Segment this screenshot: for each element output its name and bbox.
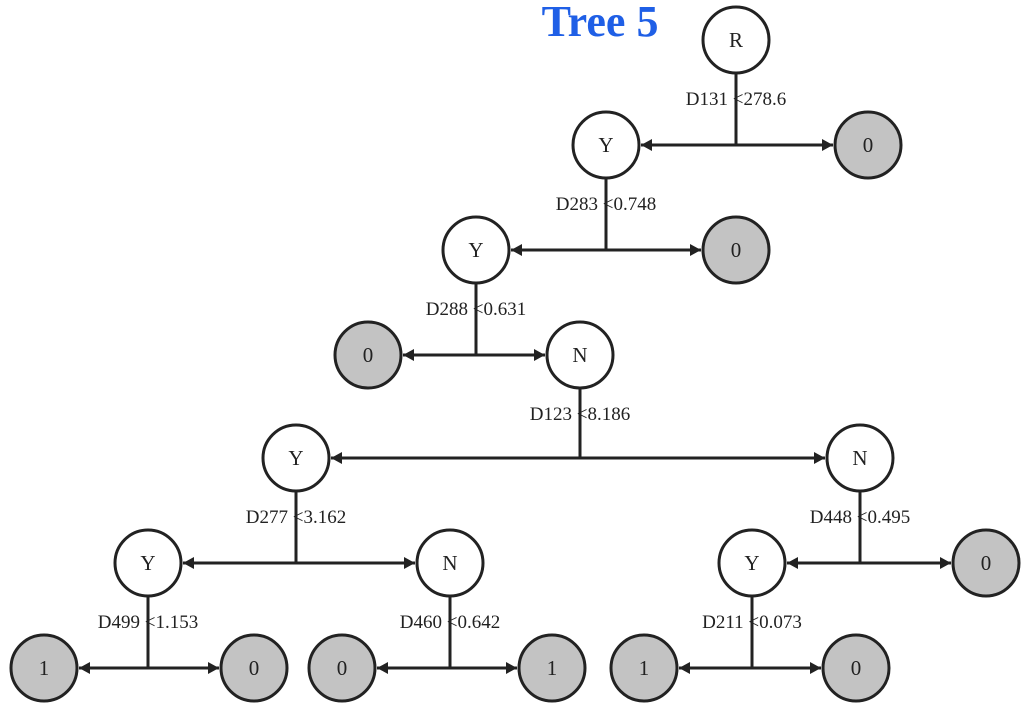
edge-right-branch-arrowhead [940,557,951,569]
internal-node: N [825,423,895,493]
internal-node: N [415,528,485,598]
node-circle [833,110,903,180]
internal-node: Y [717,528,787,598]
edge-right-branch-arrowhead [506,662,517,674]
node-label: 1 [39,656,50,680]
edge-left-branch-arrowhead [331,452,342,464]
node-label: 0 [249,656,260,680]
leaf-node: 0 [701,215,771,285]
leaf-node: 0 [307,633,377,703]
node-label: Y [288,446,303,470]
edge-right-branch-arrowhead [814,452,825,464]
edge-right-branch-arrowhead [404,557,415,569]
leaf-node: 0 [333,320,403,390]
node-circle [441,215,511,285]
node-label: N [572,343,587,367]
node-label: R [729,28,743,52]
node-circle [609,633,679,703]
split-condition-label: D448 <0.495 [810,507,910,528]
edge-right-branch-arrowhead [822,139,833,151]
internal-node: Y [113,528,183,598]
split-condition-label: D277 <3.162 [246,507,346,528]
leaf-node: 0 [821,633,891,703]
node-label: 0 [863,133,874,157]
diagram-title: Tree 5 [542,0,659,46]
node-circle [717,528,787,598]
leaf-node: 1 [9,633,79,703]
leaf-node: 1 [517,633,587,703]
edge-left-branch-arrowhead [511,244,522,256]
node-circle [701,5,771,75]
split-condition-label: D288 <0.631 [426,299,526,320]
edge-left-branch-arrowhead [641,139,652,151]
edge-left-branch-arrowhead [403,349,414,361]
internal-node: R [701,5,771,75]
node-circle [9,633,79,703]
edge-left-branch-arrowhead [679,662,690,674]
edge-right-branch-arrowhead [690,244,701,256]
node-circle [821,633,891,703]
node-label: 0 [981,551,992,575]
node-circle [517,633,587,703]
node-label: Y [744,551,759,575]
node-label: Y [598,133,613,157]
edge-left-branch-arrowhead [183,557,194,569]
node-circle [113,528,183,598]
node-circle [415,528,485,598]
leaf-node: 0 [951,528,1021,598]
node-circle [701,215,771,285]
split-condition-label: D211 <0.073 [702,612,802,633]
edge-left-branch-arrowhead [79,662,90,674]
edge-right-branch-arrowhead [810,662,821,674]
edge-right-branch-arrowhead [208,662,219,674]
node-label: 1 [639,656,650,680]
node-label: 0 [851,656,862,680]
node-circle [545,320,615,390]
internal-node: N [545,320,615,390]
node-circle [951,528,1021,598]
node-label: 0 [731,238,742,262]
node-label: N [442,551,457,575]
leaf-node: 0 [833,110,903,180]
node-label: 0 [337,656,348,680]
node-circle [261,423,331,493]
internal-node: Y [571,110,641,180]
internal-node: Y [261,423,331,493]
node-circle [333,320,403,390]
node-label: N [852,446,867,470]
leaf-node: 0 [219,633,289,703]
edge-right-branch-arrowhead [534,349,545,361]
node-circle [307,633,377,703]
node-circle [219,633,289,703]
edge-left-branch-arrowhead [377,662,388,674]
split-condition-label: D460 <0.642 [400,612,500,633]
leaf-node: 1 [609,633,679,703]
split-condition-label: D499 <1.153 [98,612,198,633]
split-condition-label: D123 <8.186 [530,404,630,425]
node-label: Y [140,551,155,575]
internal-node: Y [441,215,511,285]
node-label: 1 [547,656,558,680]
node-circle [825,423,895,493]
split-condition-label: D131 <278.6 [686,89,786,110]
node-label: 0 [363,343,374,367]
split-condition-label: D283 <0.748 [556,194,656,215]
node-circle [571,110,641,180]
node-label: Y [468,238,483,262]
edge-left-branch-arrowhead [787,557,798,569]
tree-edges [79,73,951,674]
